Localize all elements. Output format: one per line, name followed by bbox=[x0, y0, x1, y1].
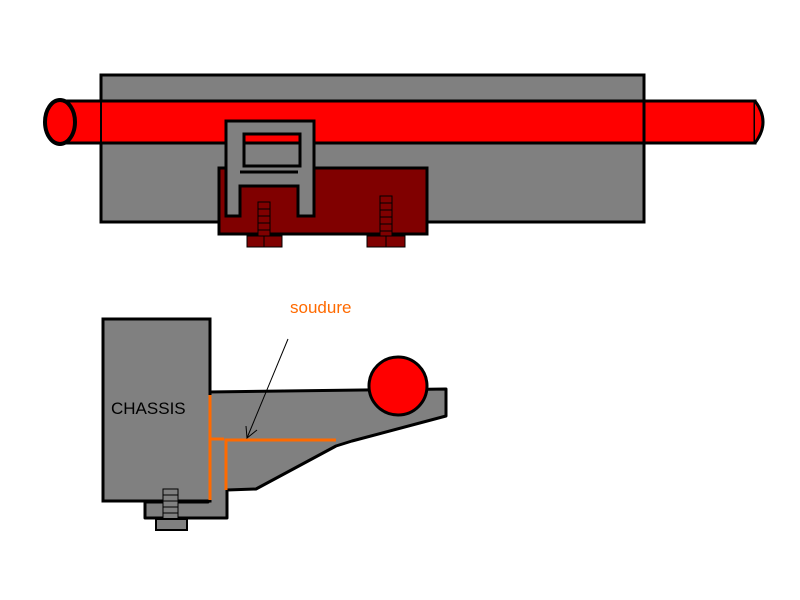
bolt-right-top bbox=[366, 195, 406, 248]
side-view: soudure CHASSIS bbox=[101, 298, 448, 531]
tube-shaft bbox=[58, 99, 757, 145]
weld-lines bbox=[208, 395, 336, 500]
top-view bbox=[43, 73, 765, 248]
tube-top bbox=[43, 98, 765, 146]
chassis-side bbox=[101, 317, 212, 503]
u-bolt bbox=[224, 119, 316, 218]
tube-section bbox=[367, 355, 429, 417]
bolt-side bbox=[155, 488, 188, 531]
tube-left-end bbox=[43, 98, 77, 146]
tube-right-end bbox=[753, 100, 765, 144]
bolt-left-top bbox=[246, 201, 283, 248]
weld-label: soudure bbox=[290, 298, 351, 317]
chassis-label: CHASSIS bbox=[111, 399, 186, 418]
weld-arrow bbox=[245, 338, 289, 439]
